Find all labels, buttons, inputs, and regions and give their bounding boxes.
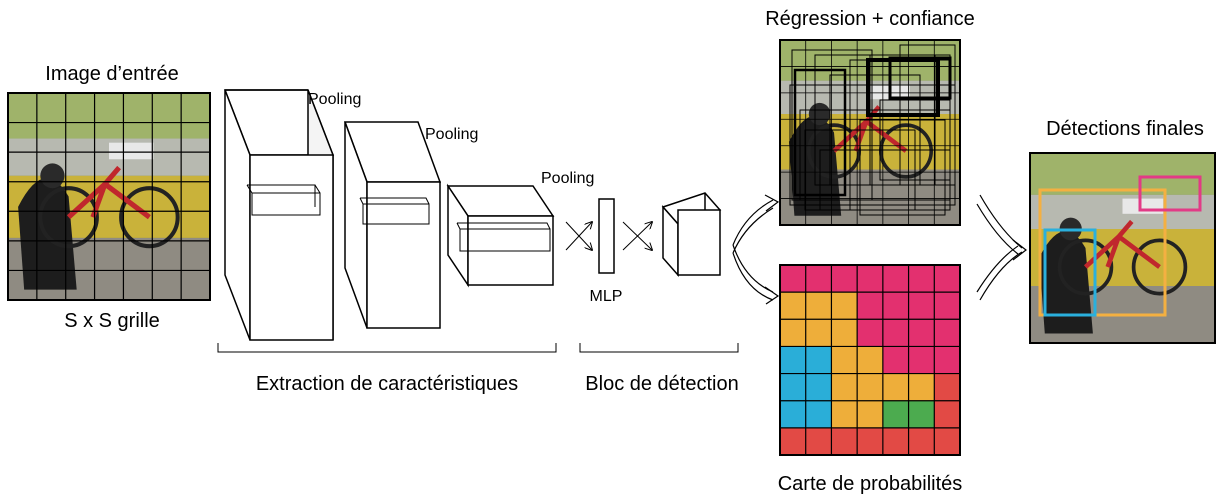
probability-cell <box>882 346 909 374</box>
probability-cell <box>857 400 884 429</box>
probability-cell <box>857 373 884 402</box>
probability-cell <box>780 265 807 293</box>
probability-cell <box>780 292 807 320</box>
probability-cell <box>780 346 807 374</box>
probability-cell <box>908 346 935 374</box>
probability-cell <box>831 373 858 402</box>
probability-cell <box>831 400 858 429</box>
regression-box <box>819 149 951 211</box>
probability-cell <box>805 292 832 320</box>
probability-cell <box>934 427 961 456</box>
cross-connection-1 <box>565 222 592 250</box>
probability-cell <box>908 265 935 293</box>
probability-cell <box>805 427 832 456</box>
cross-connection-2 <box>622 222 652 250</box>
probability-cell <box>934 346 961 374</box>
probability-cell <box>882 319 909 347</box>
car-detection-box <box>1138 175 1202 212</box>
final-image <box>1029 152 1216 344</box>
conv-block-2 <box>343 121 442 329</box>
probability-cell <box>805 265 832 293</box>
probability-cell <box>780 400 807 429</box>
probability-cell <box>831 346 858 374</box>
probability-cell <box>934 400 961 429</box>
pooling-label-1: Pooling <box>308 91 361 108</box>
regression-image <box>779 39 961 226</box>
regression-title: Régression + confiance <box>765 8 975 30</box>
probability-cell <box>934 292 961 320</box>
detection-bracket-label: Bloc de détection <box>585 373 738 395</box>
dog-detection-box <box>1043 228 1097 317</box>
probability-cell <box>857 292 884 320</box>
split-arrows <box>732 194 780 305</box>
input-image <box>7 92 211 301</box>
detection-cube <box>661 192 722 277</box>
input-grid-lines <box>8 93 210 300</box>
probability-cell <box>908 400 935 429</box>
pooling-label-2: Pooling <box>425 126 478 143</box>
probability-cell <box>908 427 935 456</box>
probability-cell <box>780 319 807 347</box>
input-caption: S x S grille <box>64 310 160 332</box>
probability-cell <box>857 265 884 293</box>
probability-cell <box>831 265 858 293</box>
probability-cell <box>805 400 832 429</box>
features-bracket <box>217 343 557 353</box>
mlp-label: MLP <box>590 288 623 305</box>
bicycle-detection-box <box>1038 188 1167 317</box>
probability-cell <box>882 292 909 320</box>
detection-bracket <box>579 343 739 353</box>
pooling-label-3: Pooling <box>541 170 594 187</box>
probability-cell <box>780 373 807 402</box>
conv-block-3 <box>446 183 555 288</box>
probability-cell <box>780 427 807 456</box>
probability-cell <box>882 373 909 402</box>
probability-cell <box>908 319 935 347</box>
regression-box <box>899 44 956 186</box>
probability-cell <box>857 319 884 347</box>
probability-cell <box>857 427 884 456</box>
probability-cell <box>908 292 935 320</box>
features-bracket-label: Extraction de caractéristiques <box>256 373 518 395</box>
regression-box <box>859 119 946 216</box>
probability-cell <box>805 319 832 347</box>
probability-cell <box>882 427 909 456</box>
probability-cell <box>908 373 935 402</box>
probability-cell <box>882 265 909 293</box>
mlp-layer <box>598 198 615 274</box>
probability-title: Carte de probabilités <box>778 473 963 495</box>
final-title: Détections finales <box>1046 118 1204 140</box>
probability-cell <box>805 346 832 374</box>
probability-cell <box>934 373 961 402</box>
probability-cell <box>831 427 858 456</box>
probability-cell <box>831 319 858 347</box>
conv-block-1 <box>223 89 335 341</box>
input-title: Image d’entrée <box>45 63 178 85</box>
merge-arrows <box>976 194 1027 301</box>
probability-cell <box>934 265 961 293</box>
probability-map <box>779 264 961 456</box>
probability-cell <box>857 346 884 374</box>
probability-cell <box>934 319 961 347</box>
probability-cell <box>805 373 832 402</box>
probability-cell <box>831 292 858 320</box>
probability-cell <box>882 400 909 429</box>
